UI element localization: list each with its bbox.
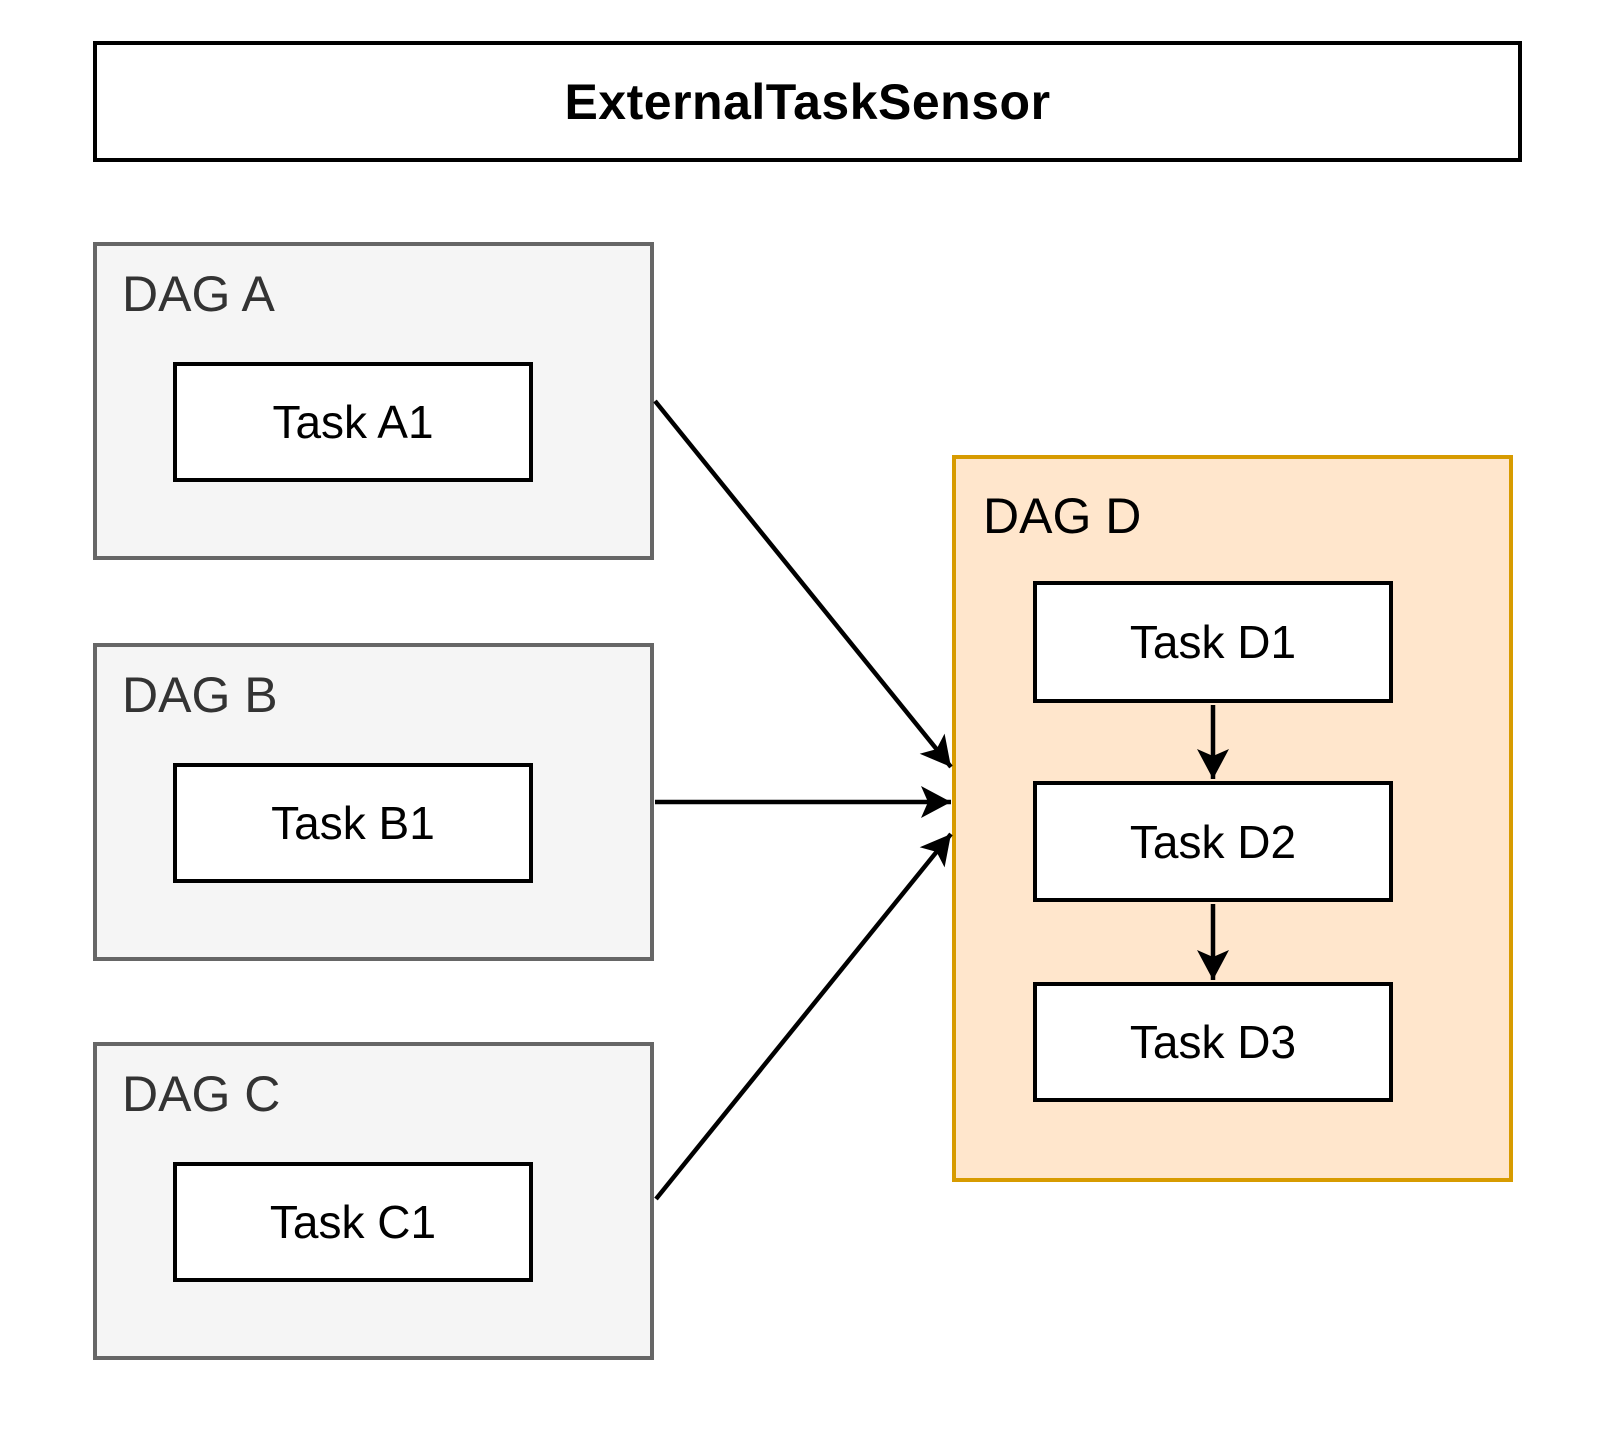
dag-b-container: DAG B Task B1 xyxy=(93,643,654,961)
arrow-dag-a-to-dag-d xyxy=(653,399,953,769)
dag-c-container: DAG C Task C1 xyxy=(93,1042,654,1360)
external-task-sensor-title: ExternalTaskSensor xyxy=(564,73,1051,130)
task-c1-box: Task C1 xyxy=(173,1162,533,1282)
dag-b-label: DAG B xyxy=(122,667,278,723)
task-d2-box: Task D2 xyxy=(1033,781,1393,902)
dag-a-label: DAG A xyxy=(122,266,275,322)
task-a1-label: Task A1 xyxy=(272,396,434,448)
task-c1-label: Task C1 xyxy=(269,1196,437,1248)
dag-c-label: DAG C xyxy=(122,1066,281,1122)
external-task-sensor-banner: ExternalTaskSensor xyxy=(93,41,1522,162)
dag-d-label: DAG D xyxy=(983,488,1142,544)
task-d2-label: Task D2 xyxy=(1129,815,1297,868)
task-d3-box: Task D3 xyxy=(1033,982,1393,1102)
task-a1-box: Task A1 xyxy=(173,362,533,482)
dag-a-container: DAG A Task A1 xyxy=(93,242,654,560)
task-d3-label: Task D3 xyxy=(1129,1016,1297,1068)
task-b1-label: Task B1 xyxy=(271,797,435,849)
arrow-dag-c-to-dag-d xyxy=(654,832,953,1201)
task-b1-box: Task B1 xyxy=(173,763,533,883)
task-d1-label: Task D1 xyxy=(1129,616,1297,668)
task-d1-box: Task D1 xyxy=(1033,581,1393,703)
dag-d-container: DAG D Task D1 Task D2 Task D3 xyxy=(952,455,1513,1182)
